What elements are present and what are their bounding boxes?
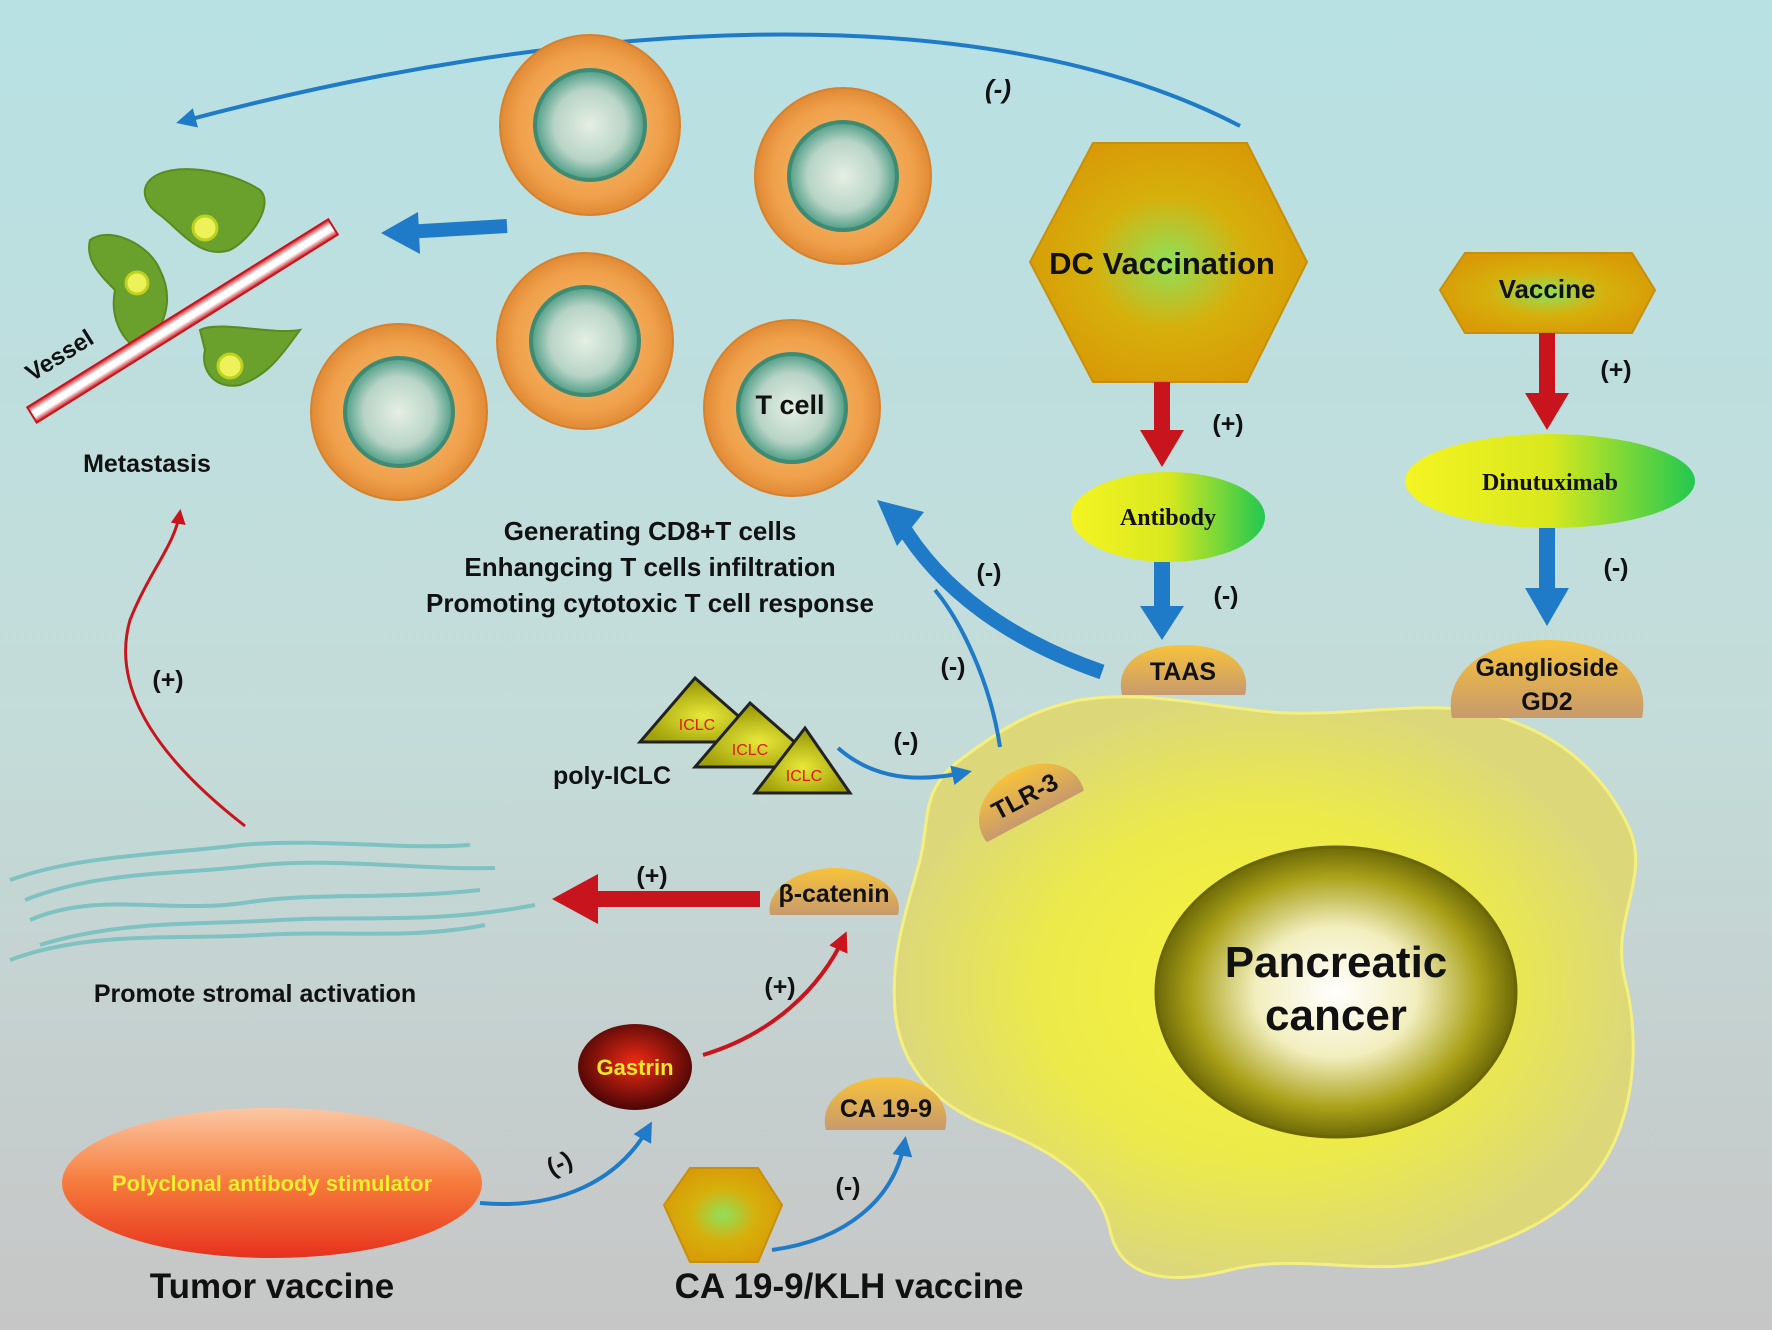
taas-to-tcells-arrow [893,518,1105,680]
tcell-to-metastasis-arrow-shaft [404,219,508,239]
klh-vaccine-hexagon [662,1167,784,1263]
top-arc-sign: (-) [985,74,1011,104]
antibody-to-taas-sign: (-) [1214,582,1239,610]
dc-to-antibody-sign: (+) [1212,410,1243,438]
t-cell-nucleus [787,120,899,232]
dc-to-antibody-head [1140,430,1184,467]
t-cell-nucleus [533,68,647,182]
ca199-receptor [824,1077,947,1130]
t-cell-4 [310,323,488,501]
metastasis-label: Metastasis [83,450,211,478]
taas-receptor [1120,645,1247,695]
t-cell-nucleus [736,352,848,464]
stroma-fiber-2 [24,860,496,902]
dc-vaccination-hexagon [1028,142,1309,383]
catenin-to-stroma-sign: (+) [636,862,667,890]
taas-label: TAAS [1150,658,1216,686]
ganglioside-receptor [1450,640,1644,718]
dinutuximab-label: Dinutuximab [1482,470,1618,496]
poly-iclc-label: poly-ICLC [553,762,671,790]
tumor-cell-nucleus-3 [216,352,244,380]
klh-to-ca199-arrow [771,1136,913,1252]
t-cell-label: T cell [755,390,824,420]
tumor-cell-nucleus-2 [124,270,150,296]
t-cell-2 [754,87,932,265]
poly-to-tlr3-arrow [836,746,972,786]
stroma-fibers [9,840,536,962]
vaccine-hexagon [1438,252,1657,334]
taas-to-tcells-arrow-head [877,500,924,546]
ganglioside-label-line-1: Ganglioside [1475,654,1618,682]
polyclonal-to-gastrin-arrow [479,1121,652,1206]
pancreatic-cancer-nucleus [1154,845,1518,1139]
taas-to-tcells-sign: (-) [977,559,1002,587]
iclc-label-2: ICLC [732,742,768,759]
poly-to-tlr3-sign: (-) [894,728,919,756]
stroma-fiber-3 [29,888,481,922]
beta-catenin-label: β-catenin [778,880,889,908]
ganglioside-label-line-2: GD2 [1521,688,1572,716]
polyclonal-stimulator-oval [62,1108,482,1258]
gastrin-to-catenin-arrow [702,931,848,1057]
vessel [25,217,340,425]
klh-vaccine-label: CA 19-9/KLH vaccine [675,1267,1024,1306]
tcell-to-metastasis-arrow-head [381,212,420,254]
stromal-activation-label: Promote stromal activation [94,980,416,1008]
vaccine-to-dinutuximab-head [1525,393,1569,430]
t-cell-5 [703,319,881,497]
vaccine-label: Vaccine [1499,274,1596,304]
iclc-label-3: ICLC [786,768,822,785]
tlr3-shape [979,763,1084,843]
tumor-cell-1 [143,168,266,253]
t-cell-cluster [310,34,932,501]
gastrin-to-catenin-sign: (+) [764,973,795,1001]
vaccine-to-dinutuximab-sign: (+) [1600,356,1631,384]
t-cell-nucleus [529,285,641,397]
tumor-cell-nucleus-1 [191,214,219,242]
effect-line-3: Promoting cytotoxic T cell response [426,588,874,618]
effect-line-1: Generating CD8+T cells [504,516,797,546]
klh-to-ca199-sign: (-) [836,1173,861,1201]
stroma-to-metastasis-arrow [124,509,246,828]
vessel-tube [25,217,340,425]
dinutuximab-to-gd2-head [1525,588,1569,626]
dinutuximab-oval [1405,434,1695,528]
pancreatic-label-line-2: cancer [1265,991,1407,1040]
iclc-triangle-3 [751,725,853,795]
dc-vaccination-label: DC Vaccination [1049,246,1275,281]
t-cell-nucleus [343,356,455,468]
effect-line-2: Enhangcing T cells infiltration [464,552,835,582]
pancreatic-label-line-1: Pancreatic [1225,938,1448,987]
t-cell-1 [499,34,681,216]
dinutuximab-to-gd2-sign: (-) [1604,554,1629,582]
polyclonal-stimulator-label: Polyclonal antibody stimulator [112,1171,433,1196]
iclc-label-1: ICLC [679,717,715,734]
top-arc-arrow [176,32,1241,128]
antibody-label: Antibody [1120,505,1216,531]
tumor-vaccine-label: Tumor vaccine [150,1267,394,1306]
poly-iclc-triangles: ICLC ICLC ICLC [636,675,853,795]
stroma-fiber-4 [9,923,486,962]
t-cell-3 [496,252,674,430]
catenin-to-stroma-head [552,874,598,924]
antibody-oval [1071,472,1265,562]
stroma-fiber-5 [39,903,536,947]
stroma-to-metastasis-sign: (+) [152,666,183,694]
gastrin-label: Gastrin [596,1055,673,1080]
beta-catenin-receptor [769,868,899,915]
stroma-fiber-1 [9,840,471,882]
tlr3-to-tcells-arrow [933,588,1002,748]
gastrin-oval [578,1024,692,1110]
antibody-to-taas-head [1140,606,1184,640]
ca199-label: CA 19-9 [840,1095,932,1123]
tlr3-to-tcells-sign: (-) [941,653,966,681]
